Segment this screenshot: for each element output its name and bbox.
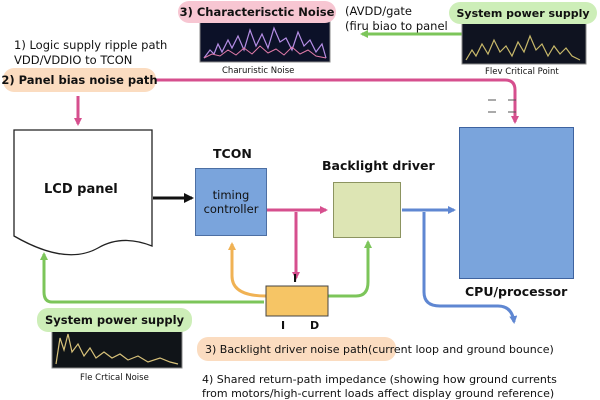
timing-controller-line1: timing — [212, 188, 250, 202]
char-noise-caption: Charuristic Noise — [222, 66, 295, 76]
arrow-cpu-return-loop — [422, 212, 518, 324]
logic-ripple-line1: 1) Logic supply ripple path — [14, 38, 168, 52]
flev-critical-point-caption: Flev Critical Point — [485, 67, 559, 77]
cpu-processor-box — [459, 127, 574, 279]
arrow-ground-to-backlight — [328, 240, 372, 298]
timing-controller-line2: controller — [203, 202, 259, 216]
fle-critical-noise-thumbnail — [51, 327, 183, 369]
avdd-label-line2: (firu biao to panel — [345, 19, 448, 33]
shared-return-line1: 4) Shared return-path impedance (showing… — [202, 373, 557, 386]
avdd-label-line1: (AVDD/gate — [345, 4, 413, 18]
cpu-processor-label: CPU/processor — [465, 284, 568, 299]
backlight-driver-box — [333, 182, 401, 238]
characteristic-noise-pill: 3) Characterisctic Noise — [178, 1, 336, 23]
tcon-timing-controller-box: timing controller — [195, 168, 267, 236]
tcon-title: TCON — [213, 146, 252, 161]
lcd-panel-box — [13, 129, 153, 256]
backlight-noise-path-pill: 3) Backlight driver noise path(current l… — [197, 337, 554, 361]
ground-box-top-label: I — [293, 272, 298, 285]
arrow-panel-bias-to-cpu — [155, 78, 519, 124]
system-power-supply-top-pill: System power supply — [449, 2, 597, 24]
ground-junction-box — [265, 285, 329, 317]
ground-box-right-label: D — [310, 319, 320, 332]
flev-critical-point-thumbnail — [461, 21, 587, 65]
characteristic-noise-thumbnail — [199, 19, 331, 63]
logic-ripple-line2: VDD/VDDIO to TCON — [14, 53, 133, 67]
fle-critical-noise-caption: Fle Crtical Noise — [80, 373, 149, 383]
arrow-ground-to-lcd — [40, 252, 264, 304]
panel-bias-noise-pill: 2) Panel bias noise path — [1, 68, 158, 92]
ground-box-left-label: I — [281, 319, 286, 332]
backlight-driver-label: Backlight driver — [322, 158, 435, 173]
system-power-supply-bottom-pill: System power supply — [37, 308, 192, 332]
arrow-ground-to-tcon — [228, 242, 267, 298]
lcd-panel-label: LCD panel — [44, 182, 118, 197]
shared-return-line2: from motors/high-current loads affect di… — [202, 387, 555, 400]
